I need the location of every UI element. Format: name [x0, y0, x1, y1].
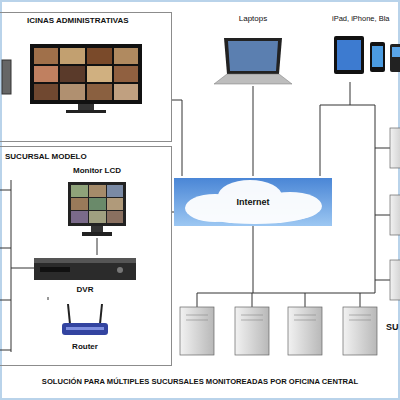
link-line — [97, 238, 98, 255]
dvr-node: DVR — [32, 255, 138, 297]
network-link — [48, 297, 49, 300]
office-box: ICINAS ADMINISTRATIVAS — [0, 12, 172, 142]
mobile-node: iPad, iPhone, Bla — [332, 14, 400, 82]
link-line — [320, 82, 350, 176]
node-label: DVR — [32, 285, 138, 295]
diagram-caption: SOLUCIÓN PARA MÚLTIPLES SUCURSALES MONIT… — [0, 377, 400, 386]
network-link — [172, 212, 174, 213]
node-label: Router — [55, 342, 115, 352]
node-label: iPad, iPhone, Bla — [332, 14, 390, 24]
laptop-node: Laptops — [215, 14, 291, 86]
link-line — [253, 86, 254, 176]
link-line — [172, 100, 182, 176]
network-link — [172, 100, 182, 176]
router-node: Router — [55, 300, 115, 354]
branch-box: SUCURSAL MODELO Monitor LCD DVR Router — [0, 146, 172, 366]
network-link — [253, 86, 254, 176]
node-label: ICINAS ADMINISTRATIVAS — [27, 16, 129, 26]
network-link — [97, 238, 98, 255]
monitor-node: Monitor LCD — [60, 166, 134, 238]
node-label: SUCURSAL MODELO — [5, 152, 87, 162]
network-link — [320, 82, 350, 176]
internet-cloud: Internet — [174, 176, 332, 228]
link-line — [48, 297, 49, 300]
node-label: Internet — [174, 197, 332, 207]
server-label: SU — [386, 322, 399, 332]
link-line — [172, 212, 174, 213]
node-label: Monitor LCD — [60, 166, 134, 176]
node-label: Laptops — [215, 14, 291, 24]
